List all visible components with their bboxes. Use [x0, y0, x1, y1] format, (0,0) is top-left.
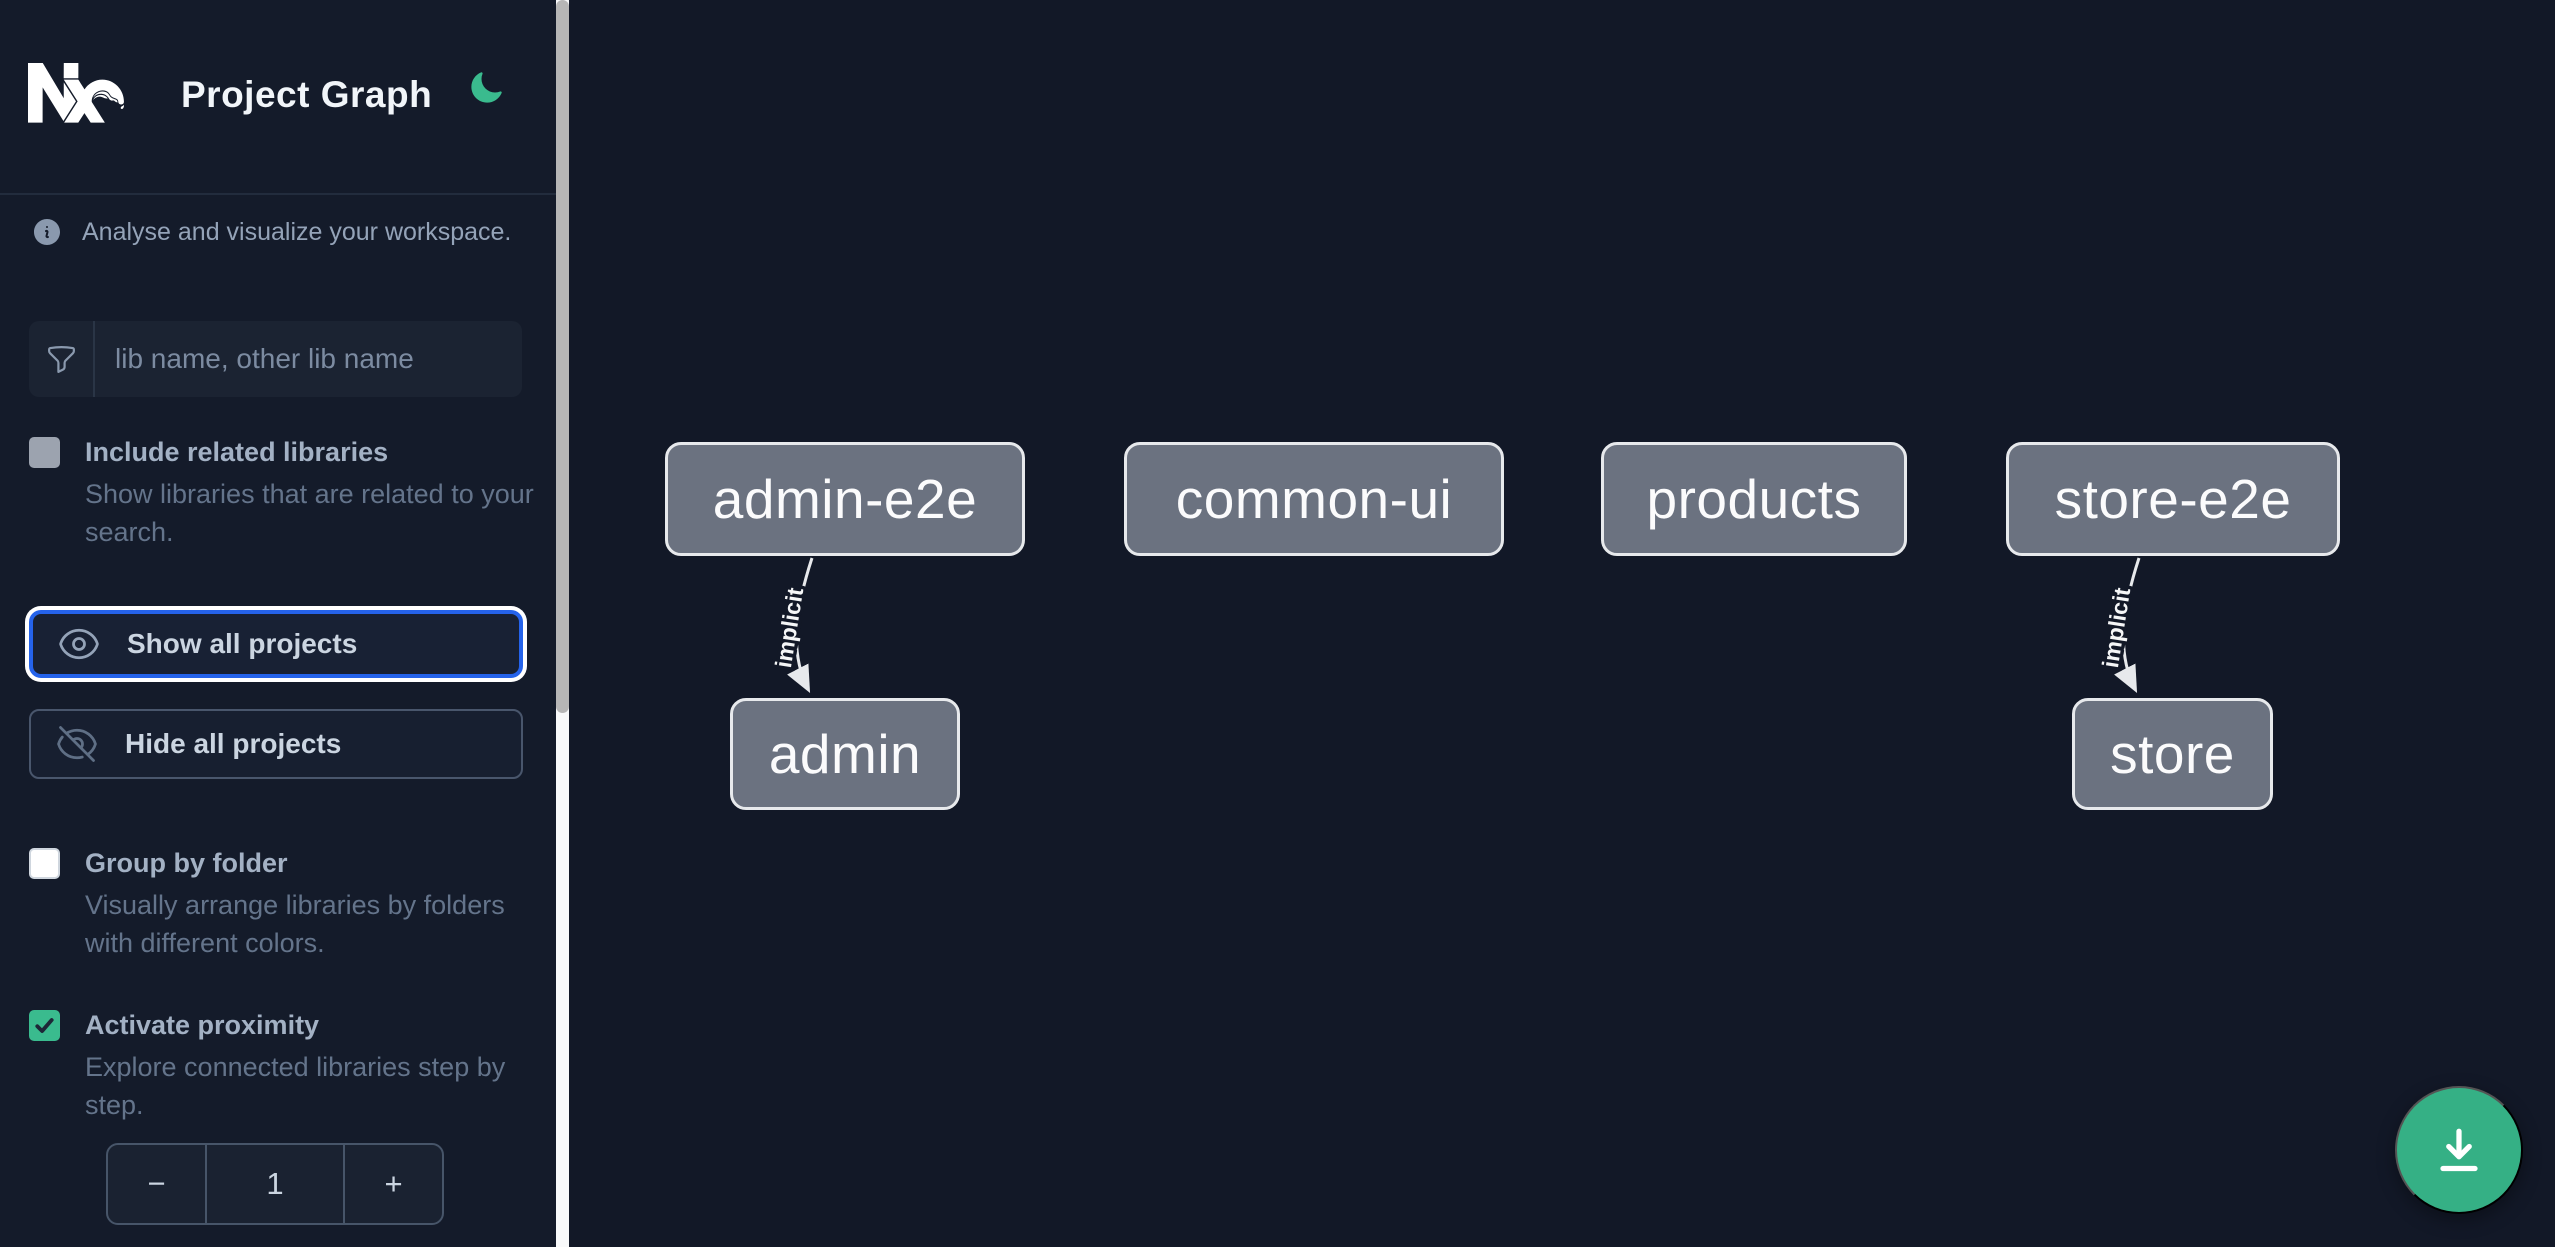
hide-all-projects-button[interactable]: Hide all projects — [29, 709, 523, 779]
edge-label-implicit: implicit — [770, 586, 808, 670]
graph-node-store[interactable]: store — [2072, 698, 2273, 810]
graph-edges: implicit implicit — [766, 557, 2141, 694]
edge-store-e2e-to-store[interactable]: implicit — [2093, 557, 2141, 694]
funnel-icon — [29, 321, 95, 397]
nx-logo-icon — [28, 62, 125, 123]
eye-icon — [59, 628, 99, 660]
graph-node-admin[interactable]: admin — [730, 698, 960, 810]
info-icon — [34, 219, 60, 245]
stepper-value[interactable]: 1 — [266, 1166, 284, 1201]
sidebar: Project Graph Analyse and visualize your… — [0, 0, 556, 1247]
download-image-button[interactable] — [2395, 1086, 2523, 1214]
tagline-text: Analyse and visualize your workspace. — [82, 217, 512, 246]
activate-proximity-description: Explore connected libraries step by step… — [85, 1052, 506, 1120]
header-divider — [0, 193, 556, 195]
activate-proximity-checkbox[interactable] — [29, 1010, 60, 1041]
activate-proximity-label: Activate proximity — [85, 1010, 320, 1040]
sidebar-scrollbar-thumb[interactable] — [556, 0, 569, 713]
hide-all-projects-label: Hide all projects — [125, 728, 342, 759]
edge-label-implicit: implicit — [2097, 586, 2135, 670]
stepper-increment-button[interactable]: + — [343, 1145, 442, 1223]
proximity-depth-stepper: − 1 + — [106, 1143, 444, 1225]
page-title: Project Graph — [181, 74, 433, 115]
include-related-description: Show libraries that are related to your … — [85, 479, 534, 547]
include-related-checkbox[interactable] — [29, 437, 60, 468]
workspace-info-row: Analyse and visualize your workspace. — [31, 216, 511, 248]
graph-canvas[interactable]: implicit implicit admin-e2e common-ui pr… — [569, 0, 2555, 1247]
graph-node-store-e2e[interactable]: store-e2e — [2006, 442, 2340, 556]
download-icon — [2440, 1128, 2478, 1172]
checkmark-icon — [35, 1018, 54, 1033]
dark-mode-moon-icon[interactable] — [468, 70, 504, 106]
stepper-decrement-button[interactable]: − — [108, 1145, 207, 1223]
group-by-folder-description: Visually arrange libraries by folders wi… — [85, 890, 505, 958]
option-activate-proximity: Activate proximity Explore connected lib… — [29, 1008, 547, 1124]
group-by-folder-checkbox[interactable] — [29, 848, 60, 879]
filter-box — [29, 321, 522, 397]
group-by-folder-label: Group by folder — [85, 848, 288, 878]
edge-admin-e2e-to-admin[interactable]: implicit — [766, 557, 814, 694]
filter-input[interactable] — [95, 321, 522, 397]
graph-node-products[interactable]: products — [1601, 442, 1907, 556]
graph-node-common-ui[interactable]: common-ui — [1124, 442, 1504, 556]
show-all-projects-label: Show all projects — [127, 628, 358, 659]
include-related-label: Include related libraries — [85, 437, 389, 467]
option-include-related: Include related libraries Show libraries… — [29, 435, 547, 551]
show-all-projects-button[interactable]: Show all projects — [29, 610, 523, 678]
eye-slash-icon — [57, 726, 97, 762]
graph-node-admin-e2e[interactable]: admin-e2e — [665, 442, 1025, 556]
option-group-by-folder: Group by folder Visually arrange librari… — [29, 846, 547, 962]
